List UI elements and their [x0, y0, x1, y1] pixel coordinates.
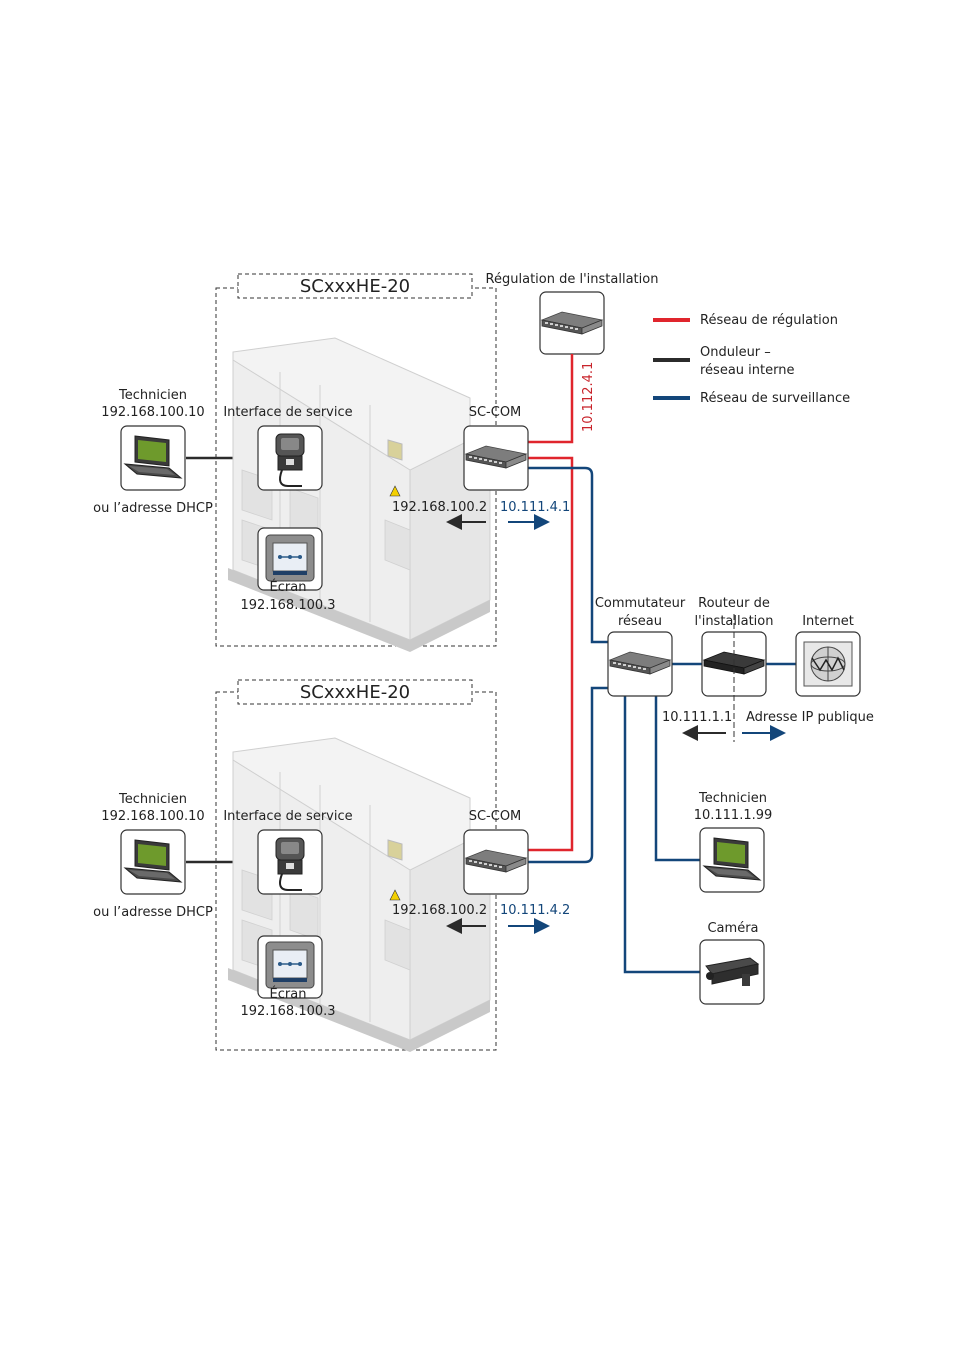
- technician-2-name: Technicien: [118, 792, 187, 807]
- legend-item-internal: Onduleur – réseau interne: [653, 345, 794, 378]
- switch-to-camera-line: [623, 696, 700, 974]
- regulation-line-2: [528, 456, 574, 852]
- remote-technician-name: Technicien: [698, 791, 767, 806]
- legend-item-surveillance: Réseau de surveillance: [653, 391, 850, 406]
- technician-1-name: Technicien: [118, 388, 187, 403]
- sccom-2-label: SC-COM: [469, 809, 522, 824]
- plant-control: Régulation de l'installation 10.112.4.1: [486, 272, 659, 432]
- network-switch-label-1: Commutateur: [595, 596, 686, 611]
- sccom-1-internal-ip: 192.168.100.2: [392, 500, 487, 515]
- camera-icon: [705, 957, 760, 986]
- warning-icon: [389, 889, 401, 901]
- router-ip: 10.111.1.1: [662, 710, 732, 725]
- warning-icon: [389, 485, 401, 497]
- remote-technician-ip: 10.111.1.99: [694, 808, 773, 823]
- router-public-ip: Adresse IP publique: [746, 710, 874, 725]
- internet: Internet: [795, 614, 861, 697]
- sccom-1-label: SC-COM: [469, 405, 522, 420]
- sccom-2-internal-ip: 192.168.100.2: [392, 903, 487, 918]
- display-screen-icon: [265, 534, 315, 582]
- surveillance-line-1: [528, 466, 608, 644]
- legend: Réseau de régulation Onduleur – réseau i…: [653, 313, 850, 406]
- legend-label-internal-2: réseau interne: [700, 363, 794, 378]
- router-label-2: l'installation: [695, 614, 774, 629]
- inverter-2-title: SCxxxHE-20: [300, 682, 410, 703]
- screen-2-label: Écran: [270, 986, 307, 1002]
- router: Routeur de l'installation 10.111.1.1 Adr…: [662, 596, 874, 742]
- screen-2-ip: 192.168.100.3: [240, 1004, 335, 1019]
- technician-1-dhcp: ou l’adresse DHCP: [93, 501, 213, 516]
- legend-item-regulation: Réseau de régulation: [653, 313, 838, 328]
- network-switch: Commutateur réseau: [595, 596, 686, 697]
- inverter-1-title: SCxxxHE-20: [300, 276, 410, 297]
- inverter-2-title-box: [237, 679, 473, 705]
- screen-1-ip: 192.168.100.3: [240, 598, 335, 613]
- regulation-line: [528, 354, 574, 444]
- plant-control-ip: 10.112.4.1: [581, 362, 596, 432]
- technician-2-dhcp: ou l’adresse DHCP: [93, 905, 213, 920]
- inverter-1-title-box: [237, 273, 473, 299]
- internet-label: Internet: [802, 614, 854, 629]
- display-screen-icon: [265, 941, 315, 989]
- inverter-1: SCxxxHE-20 Technicien 192.168.100.10 ou …: [93, 273, 570, 653]
- service-interface-2-label: Interface de service: [223, 809, 352, 824]
- legend-label-regulation: Réseau de régulation: [700, 313, 838, 328]
- technician-1-ip: 192.168.100.10: [101, 405, 204, 420]
- screen-1-label: Écran: [270, 579, 307, 595]
- camera: Caméra: [699, 921, 765, 1005]
- technician-2-ip: 192.168.100.10: [101, 809, 204, 824]
- legend-label-surveillance: Réseau de surveillance: [700, 391, 850, 406]
- globe-www-icon: [803, 641, 853, 687]
- plant-control-label: Régulation de l'installation: [486, 272, 659, 287]
- network-switch-label-2: réseau: [618, 614, 662, 629]
- inverter-2: SCxxxHE-20 Technicien 192.168.100.10 ou …: [93, 679, 570, 1053]
- service-interface-1-label: Interface de service: [223, 405, 352, 420]
- switch-to-technician-line: [654, 696, 700, 862]
- legend-label-internal-1: Onduleur –: [700, 345, 771, 360]
- router-label-1: Routeur de: [698, 596, 770, 611]
- camera-label: Caméra: [707, 921, 758, 936]
- surveillance-line-2: [528, 686, 608, 864]
- sccom-2-surveillance-ip: 10.111.4.2: [500, 903, 570, 918]
- remote-technician: Technicien 10.111.1.99: [694, 791, 773, 893]
- sccom-1-surveillance-ip: 10.111.4.1: [500, 500, 570, 515]
